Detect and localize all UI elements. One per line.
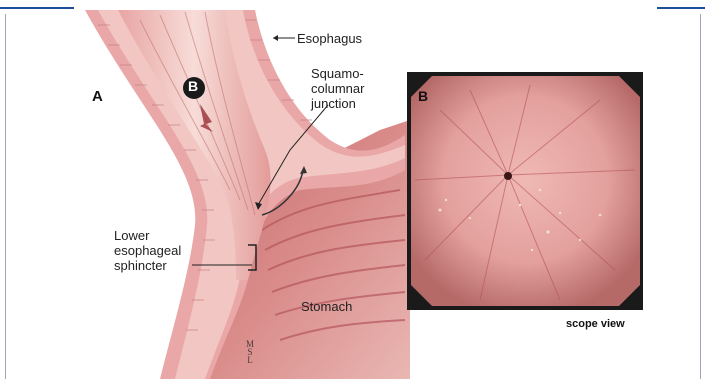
publisher-logo: M S L xyxy=(246,340,254,364)
lower-line-3: sphincter xyxy=(114,258,167,273)
esophagus-label: Esophagus xyxy=(297,31,362,46)
stomach-label: Stomach xyxy=(301,299,352,314)
lower-line-1: Lower xyxy=(114,228,149,243)
esophagus-arrowhead xyxy=(273,35,278,41)
scope-view-caption: scope view xyxy=(566,318,625,330)
lower-line-2: esophageal xyxy=(114,243,181,258)
panel-b-label: B xyxy=(418,88,428,104)
panel-a-label: A xyxy=(92,88,103,105)
squamo-line-2: columnar xyxy=(311,81,364,96)
scope-lumen-center xyxy=(504,172,512,180)
squamo-line-3: junction xyxy=(311,96,356,111)
squamo-line-1: Squamo- xyxy=(311,66,364,81)
marker-b-label: B xyxy=(188,78,198,94)
